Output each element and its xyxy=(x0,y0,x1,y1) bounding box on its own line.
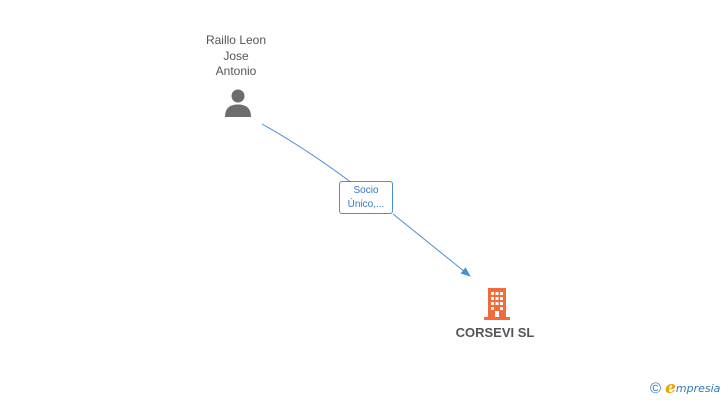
building-icon[interactable] xyxy=(482,286,512,322)
relation-edge-line xyxy=(261,123,353,184)
relation-label-line: Socio xyxy=(353,185,379,196)
relation-label-line: Único,... xyxy=(347,199,385,210)
empresia-brand: © e mpresia xyxy=(650,378,720,398)
person-name: Raillo Leon Jose Antonio xyxy=(186,33,286,80)
person-name-line: Jose xyxy=(223,48,249,63)
person-name-line: Antonio xyxy=(215,64,257,78)
empresia-logo-text: mpresia xyxy=(675,381,721,395)
empresia-logo-initial: e xyxy=(665,377,676,398)
person-name-line: Raillo Leon xyxy=(205,33,267,47)
relation-label[interactable]: Socio Único,... xyxy=(339,181,393,214)
company-name[interactable]: CORSEVI SL xyxy=(455,325,535,340)
copyright-icon: © xyxy=(650,379,662,397)
relation-edge-line-arrow xyxy=(392,213,471,277)
person-icon[interactable] xyxy=(223,88,253,118)
